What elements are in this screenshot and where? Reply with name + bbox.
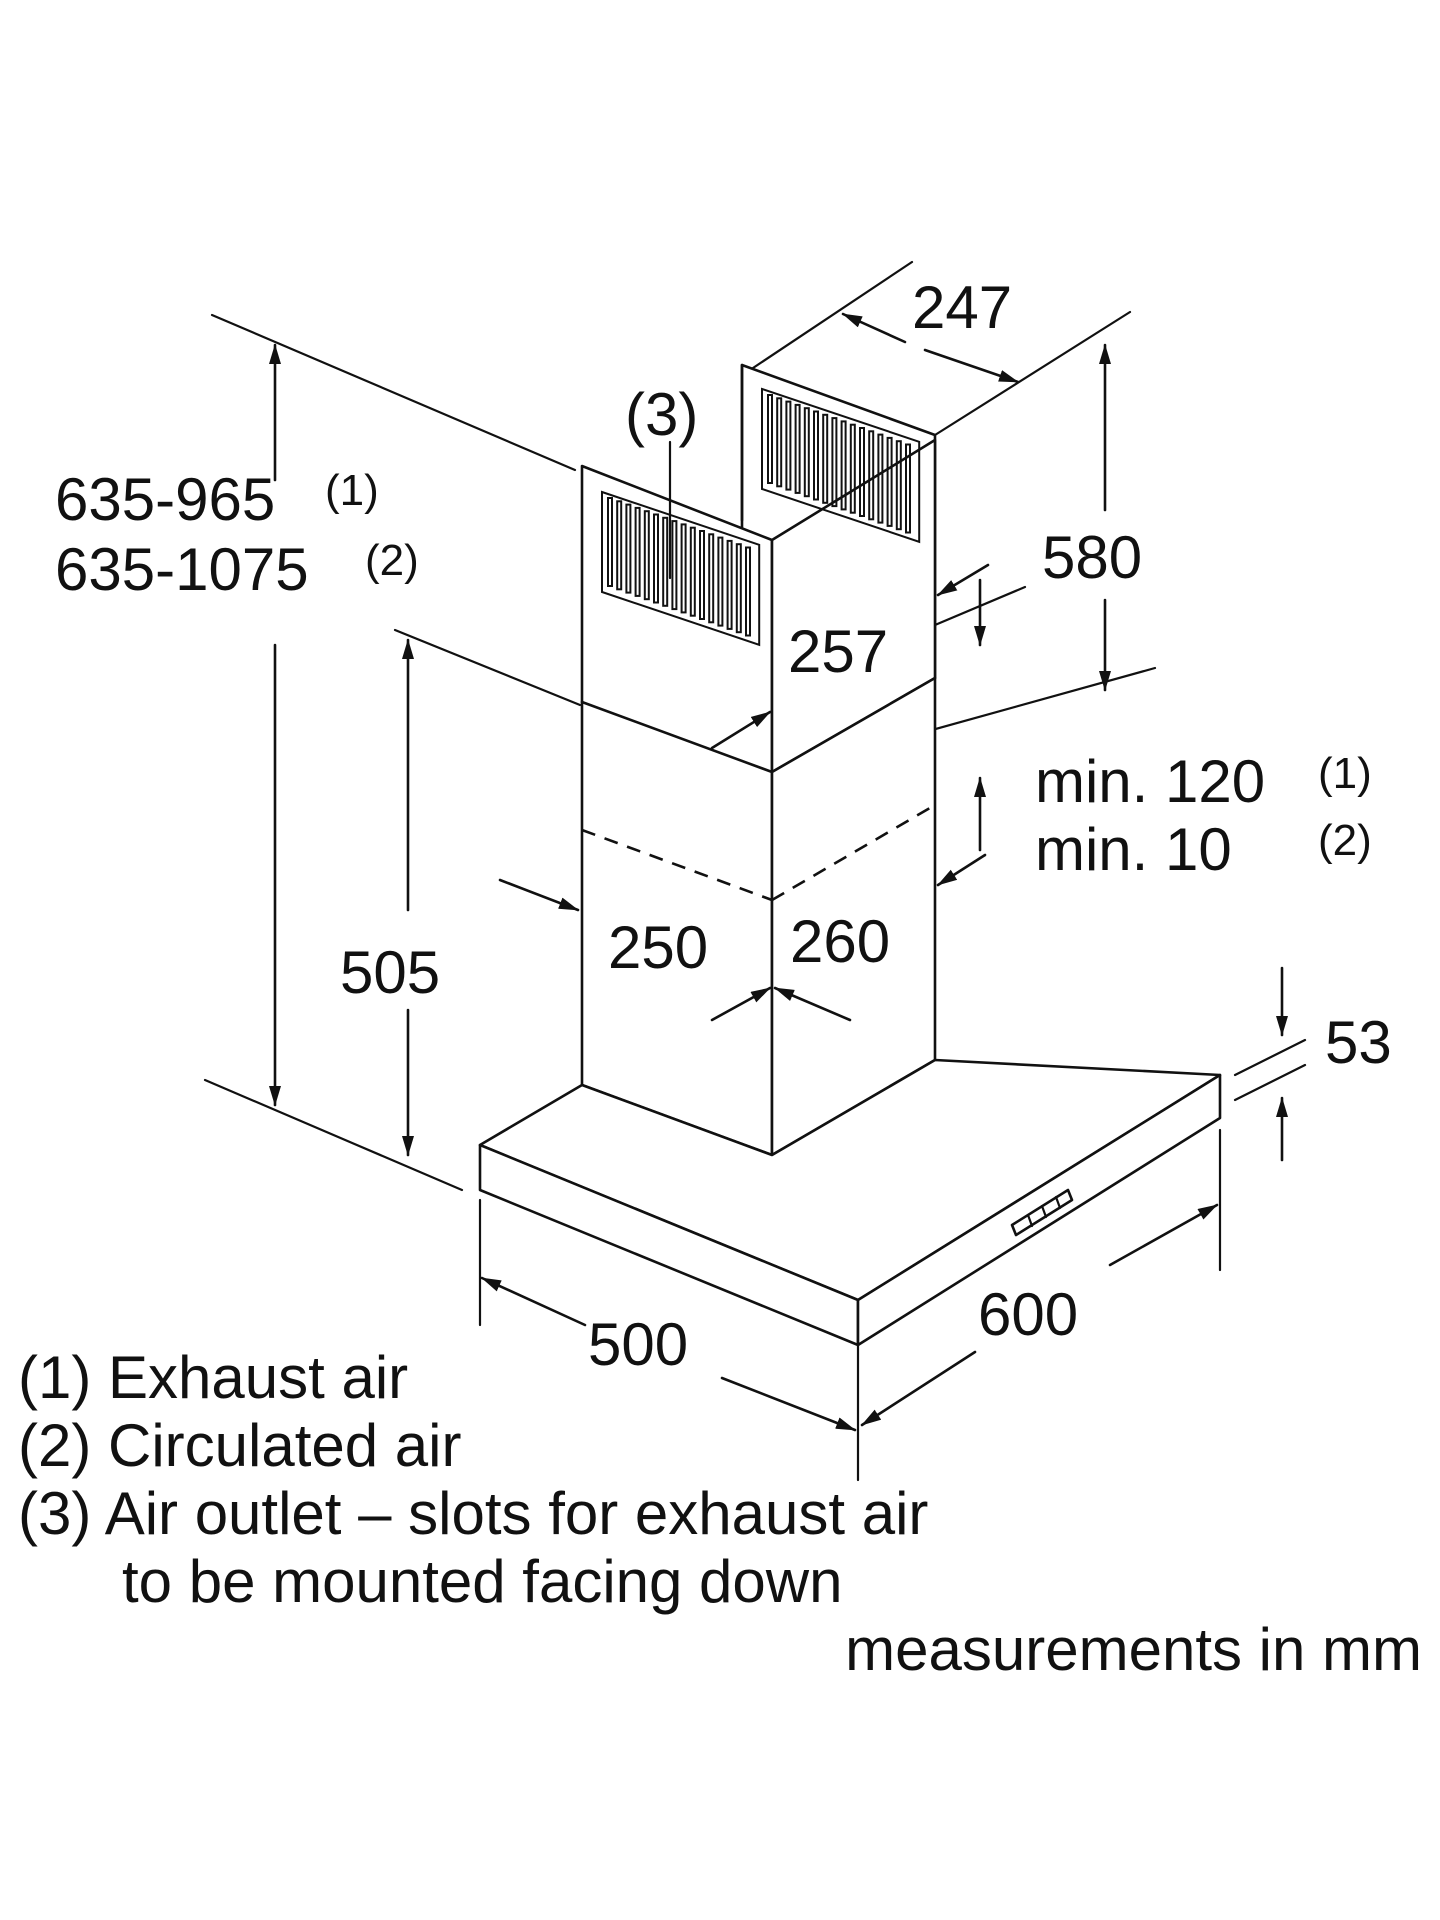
label-247: 247 <box>912 274 1012 341</box>
front-vent-slot <box>699 530 705 620</box>
front-chimney <box>580 438 937 1157</box>
front-vent-slot <box>607 497 613 587</box>
label-total-height-2: 635-1075 <box>55 536 309 603</box>
front-vent-slot <box>671 520 678 611</box>
rear-vent-slot <box>905 443 911 534</box>
label-min-120-note: (1) <box>1318 749 1372 798</box>
dim-min-lower <box>936 853 987 887</box>
rear-vent-slot <box>822 413 829 504</box>
dim-247-right <box>923 348 1020 384</box>
label-500: 500 <box>588 1311 688 1378</box>
dim-260-right <box>773 986 852 1022</box>
label-257: 257 <box>788 618 888 685</box>
air-outlet-slots-front <box>601 490 761 647</box>
rear-vent-slot <box>776 397 783 488</box>
rear-vent-slot <box>794 403 801 494</box>
front-vent-slot <box>634 506 641 597</box>
legend-item-circulated-air: (2) Circulated air <box>18 1412 461 1479</box>
label-total-height-1: 635-965 <box>55 466 275 533</box>
units-note: measurements in mm <box>845 1616 1422 1683</box>
rear-vent-slot <box>895 440 902 531</box>
label-min-10-note: (2) <box>1318 816 1372 865</box>
rear-vent-slot <box>813 410 819 501</box>
dim-257-upper <box>936 563 990 597</box>
rear-vent-slot <box>767 394 773 484</box>
dimension-arrows <box>269 312 1288 1432</box>
rear-vent-frame <box>761 387 921 544</box>
label-505: 505 <box>340 939 440 1006</box>
label-260: 260 <box>790 908 890 975</box>
front-vent-slot <box>653 513 659 604</box>
front-vent-slot <box>735 543 742 634</box>
legend-item-exhaust-air: (1) Exhaust air <box>18 1344 408 1411</box>
label-min-120: min. 120 <box>1035 748 1265 815</box>
dim-260-left <box>710 986 772 1022</box>
label-53: 53 <box>1325 1009 1392 1076</box>
rear-vent-slot <box>831 417 838 508</box>
front-vent-slot <box>726 539 733 630</box>
legend-item-air-outlet: (3) Air outlet – slots for exhaust air <box>18 1480 928 1547</box>
rear-vent-slot <box>859 427 865 517</box>
legend-item-air-outlet-cont: to be mounted facing down <box>122 1548 843 1615</box>
front-vent-frame <box>601 490 761 647</box>
front-vent-slot <box>680 523 687 614</box>
dim-500-right <box>720 1376 857 1432</box>
label-580: 580 <box>1042 524 1142 591</box>
front-vent-slot <box>625 503 632 594</box>
front-vent-slot <box>616 500 623 591</box>
rear-vent-slot <box>803 407 810 498</box>
dim-250 <box>498 878 580 912</box>
dimension-labels: 635-965 (1) 635-1075 (2) (3) 247 580 257… <box>55 274 1392 1378</box>
dim-500-left <box>480 1276 587 1327</box>
front-vent-slot <box>689 526 696 617</box>
air-outlet-slots-rear <box>761 387 921 544</box>
label-250: 250 <box>608 914 708 981</box>
front-vent-slot <box>662 516 669 607</box>
overlap-hidden-left <box>581 828 773 902</box>
legend: (1) Exhaust air (2) Circulated air (3) A… <box>18 1344 1422 1683</box>
dim-257-lower <box>710 710 772 750</box>
label-callout-3: (3) <box>625 381 698 448</box>
front-vent-slot <box>643 510 650 601</box>
rear-vent-slot <box>849 423 856 514</box>
rear-vent-slot <box>840 420 847 511</box>
label-600: 600 <box>978 1281 1078 1348</box>
label-min-10: min. 10 <box>1035 816 1232 883</box>
front-vent-slot <box>745 546 751 637</box>
dim-600-right <box>1108 1203 1219 1267</box>
front-vent-slot <box>717 536 724 627</box>
rear-vent-slot <box>886 436 893 527</box>
rear-vent-slot <box>785 400 792 491</box>
rear-vent-slot <box>868 430 875 521</box>
label-total-height-2-note: (2) <box>365 536 419 585</box>
dim-600-left <box>860 1350 977 1427</box>
rear-vent-slot <box>877 433 884 524</box>
front-vent-slot <box>708 533 715 624</box>
dim-247-left <box>841 312 907 344</box>
overlap-hidden-right <box>771 803 936 902</box>
canopy <box>478 1058 1222 1347</box>
label-total-height-1-note: (1) <box>325 466 379 515</box>
